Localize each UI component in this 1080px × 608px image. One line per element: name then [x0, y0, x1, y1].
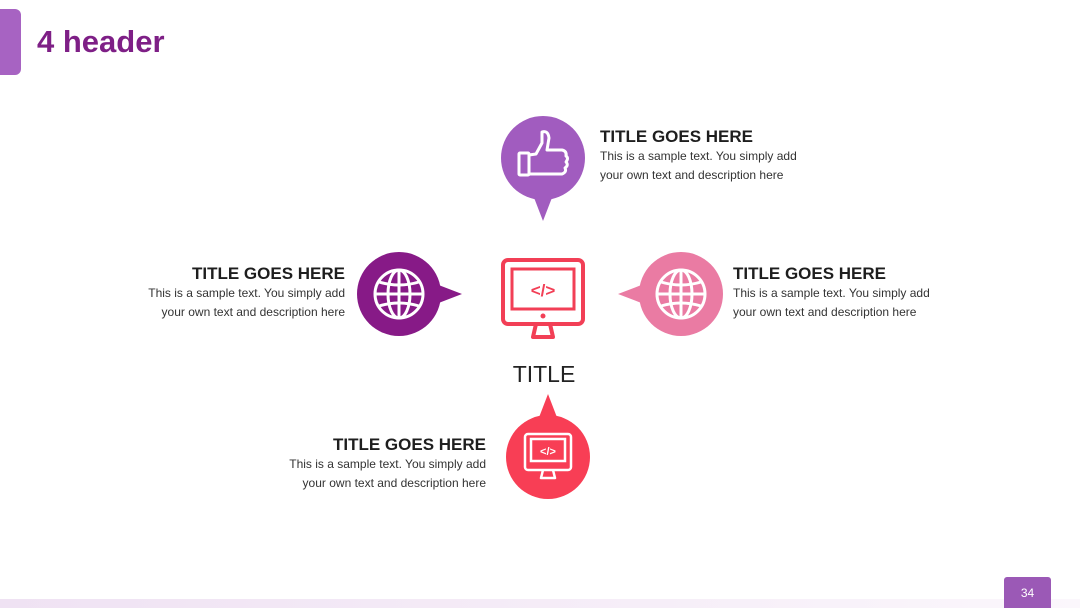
svg-text:</>: </>	[540, 446, 556, 458]
right-block-title: TITLE GOES HERE	[733, 264, 887, 283]
left-node	[357, 252, 462, 336]
right-block-description: This is a sample text. You simply add yo…	[733, 286, 930, 319]
page-number-badge: 34	[1004, 577, 1051, 608]
top-node	[501, 116, 585, 221]
globe-icon	[373, 268, 425, 320]
top-block-description: This is a sample text. You simply add yo…	[600, 149, 797, 182]
bottom-block-title: TITLE GOES HERE	[332, 435, 486, 454]
computer-code-icon	[523, 432, 573, 480]
header-accent-bar	[0, 9, 21, 75]
globe-icon	[655, 268, 707, 320]
bottom-block-description: This is a sample text. You simply add yo…	[289, 457, 486, 490]
left-block-title: TITLE GOES HERE	[191, 264, 345, 283]
computer-code-icon: </>	[501, 258, 585, 339]
top-block-title: TITLE GOES HERE	[600, 127, 754, 146]
center-title: TITLE	[512, 361, 576, 387]
thumbs-up-icon	[517, 130, 569, 177]
svg-text:</>: </>	[531, 281, 556, 300]
left-block-description: This is a sample text. You simply add yo…	[148, 286, 345, 319]
slide-title: 4 header	[37, 24, 165, 59]
footer-band	[0, 599, 1080, 608]
right-node	[618, 252, 723, 336]
bottom-node: </>	[506, 394, 590, 499]
